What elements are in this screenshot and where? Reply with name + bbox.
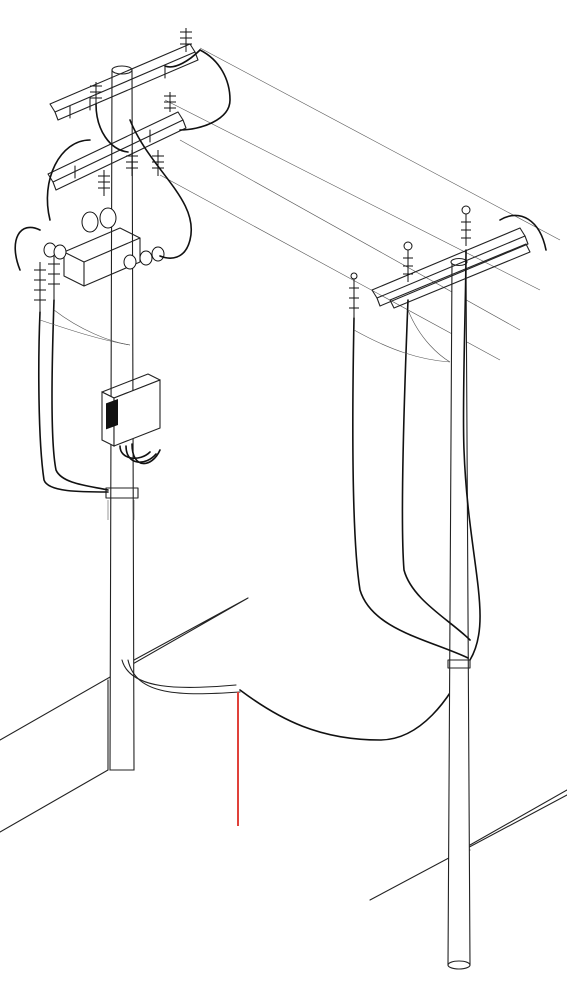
- insulator: [349, 272, 359, 318]
- underground-cable: [121, 659, 469, 741]
- insulator: [98, 170, 110, 196]
- insulator: [164, 92, 176, 112]
- insulator: [90, 82, 102, 104]
- control-cabinet: [101, 373, 161, 465]
- right-drop-cables: [352, 214, 547, 661]
- insulator: [152, 150, 164, 176]
- cabinet-window: [106, 399, 118, 430]
- left-insulators: [34, 28, 192, 312]
- left-crossarm-upper: [49, 43, 199, 121]
- overhead-conductors: [159, 47, 561, 361]
- insulator: [126, 150, 138, 176]
- insulator: [48, 256, 60, 300]
- insulator: [403, 241, 413, 282]
- insulator: [180, 28, 192, 52]
- left-crossarm-lower: [47, 111, 187, 191]
- insulator: [461, 205, 471, 246]
- right-insulators: [349, 205, 471, 318]
- right-crossarm-upper: [371, 227, 529, 307]
- recloser-unit: [43, 207, 165, 287]
- right-pole: [447, 257, 471, 970]
- insulator: [34, 262, 46, 312]
- left-drop-cables: [14, 49, 231, 493]
- right-crossarm-lower: [389, 243, 531, 309]
- ground-outline: [0, 597, 567, 901]
